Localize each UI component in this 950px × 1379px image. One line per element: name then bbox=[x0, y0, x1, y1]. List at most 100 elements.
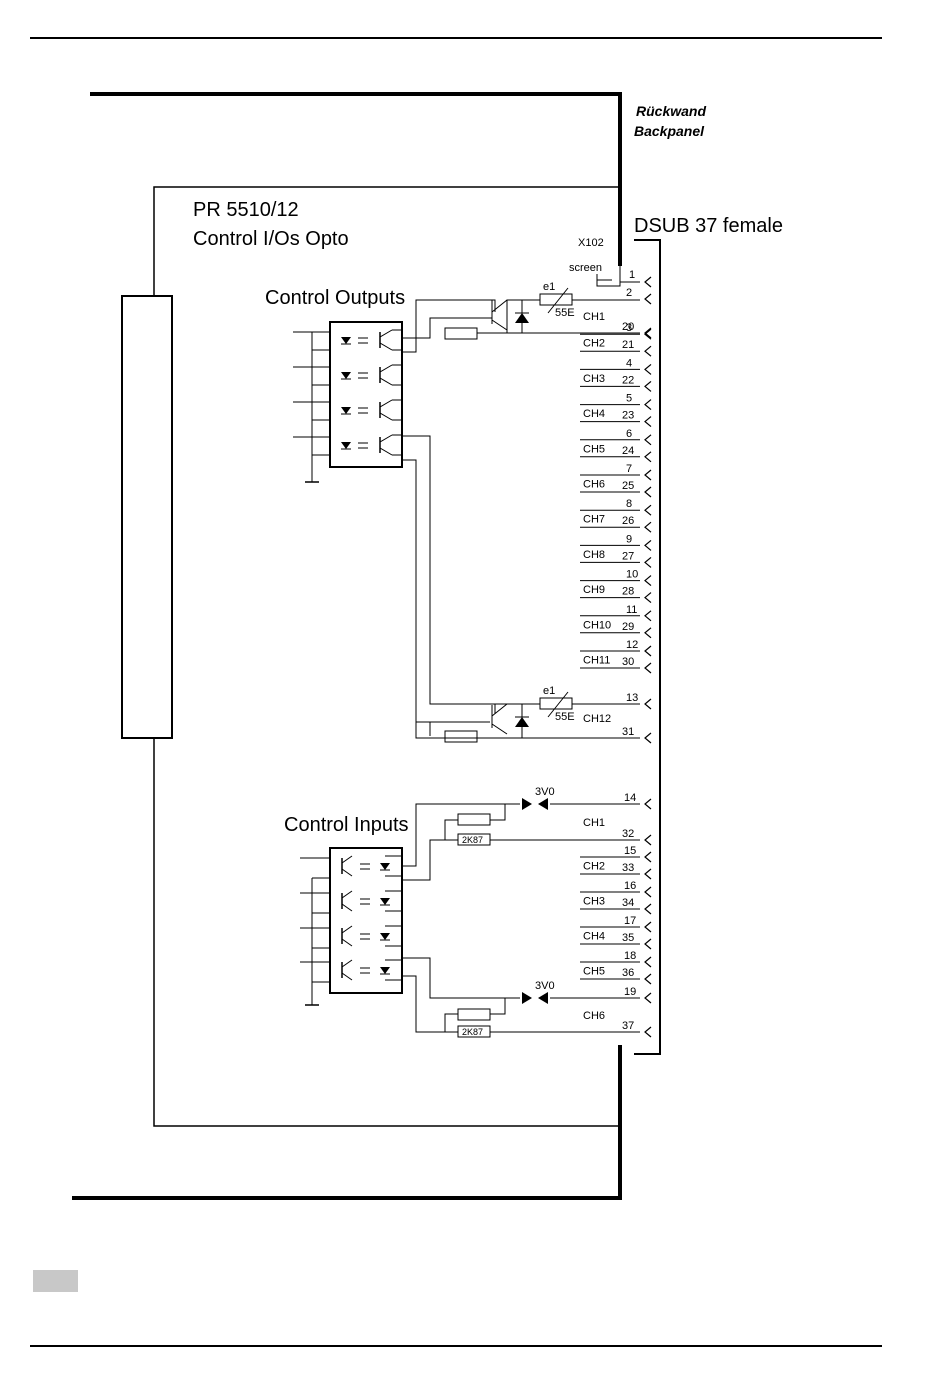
input-opto-cell-3 bbox=[300, 925, 402, 949]
connector-pin-31 bbox=[644, 732, 652, 744]
backpanel-outline bbox=[72, 92, 622, 1200]
zener-ch1-b bbox=[538, 798, 548, 810]
pin-number-17: 17 bbox=[624, 915, 636, 927]
pin-number-10: 10 bbox=[626, 569, 638, 581]
pin-number-28: 28 bbox=[622, 586, 634, 598]
zener-value-ch1: 3V0 bbox=[535, 786, 555, 798]
connector-pin-5 bbox=[644, 399, 652, 411]
connector-pin-35 bbox=[644, 938, 652, 950]
connector-pin-30 bbox=[644, 662, 652, 674]
output-channel-label-ch11: CH11 bbox=[583, 655, 610, 667]
connector-pin-21 bbox=[644, 345, 652, 357]
connector-pin-10 bbox=[644, 575, 652, 587]
pin-number-26: 26 bbox=[622, 515, 634, 527]
varistor-value-ch12: 55E bbox=[555, 711, 575, 723]
output-channel-label-ch9: CH9 bbox=[583, 584, 605, 596]
pin-number-7: 7 bbox=[626, 463, 632, 475]
connector-pin-37 bbox=[644, 1026, 652, 1038]
varistor-label-ch1: e1 bbox=[543, 281, 555, 293]
pin-number-20: 20 bbox=[622, 321, 634, 333]
diode-ch12-output bbox=[515, 717, 529, 727]
connector-pin-3 bbox=[644, 328, 652, 340]
margin-marker bbox=[33, 1270, 78, 1292]
pin-number-15: 15 bbox=[624, 845, 636, 857]
pin-number-11: 11 bbox=[626, 604, 637, 616]
connector-pin-25 bbox=[644, 486, 652, 498]
output-opto-cell-2 bbox=[293, 364, 402, 386]
connector-pin-36 bbox=[644, 973, 652, 985]
connector-pin-8 bbox=[644, 504, 652, 516]
output-channel-label-ch4: CH4 bbox=[583, 408, 605, 420]
output-channel-label-ch2: CH2 bbox=[583, 338, 605, 350]
output-opto-cells bbox=[293, 329, 402, 456]
connector-pin-15 bbox=[644, 851, 652, 863]
connector-pin-7 bbox=[644, 469, 652, 481]
pin-number-33: 33 bbox=[622, 862, 634, 874]
outputs-title: Control Outputs bbox=[265, 287, 405, 309]
connector-pin-26 bbox=[644, 521, 652, 533]
zener-ch1-a bbox=[522, 798, 532, 810]
connector-pin-34 bbox=[644, 903, 652, 915]
output-stage-ch12 bbox=[402, 435, 640, 743]
dsub-connector-outline bbox=[634, 239, 661, 1055]
input-stage-ch1 bbox=[402, 803, 640, 881]
connector-pin-6 bbox=[644, 434, 652, 446]
output-opto-cell-3 bbox=[293, 399, 402, 421]
connector-pin-14 bbox=[644, 798, 652, 810]
pin-number-32: 32 bbox=[622, 828, 634, 840]
input-channel-label-ch5: CH5 bbox=[583, 966, 605, 978]
output-channel-label-ch8: CH8 bbox=[583, 549, 605, 561]
connector-pin-28 bbox=[644, 592, 652, 604]
input-opto-cell-1 bbox=[300, 855, 402, 879]
connector-pin-18 bbox=[644, 956, 652, 968]
connector-pin-22 bbox=[644, 380, 652, 392]
pin-number-5: 5 bbox=[626, 393, 632, 405]
input-opto-cell-4 bbox=[300, 959, 402, 983]
connector-pin-32 bbox=[644, 834, 652, 846]
connector-pin-19 bbox=[644, 992, 652, 1004]
pin-number-9: 9 bbox=[626, 533, 632, 545]
resistor-value-ch1: 2K87 bbox=[462, 835, 483, 845]
pin-number-4: 4 bbox=[626, 357, 632, 369]
connector-pins bbox=[580, 276, 652, 1038]
connector-pin-27 bbox=[644, 556, 652, 568]
board-model: PR 5510/12 bbox=[193, 199, 299, 221]
input-stage-ch6 bbox=[402, 957, 640, 1038]
connector-ref: X102 bbox=[578, 237, 604, 249]
pin-number-29: 29 bbox=[622, 621, 634, 633]
connector-pin-12 bbox=[644, 645, 652, 657]
input-channel-label-ch1: CH1 bbox=[583, 817, 605, 829]
pin-number-25: 25 bbox=[622, 480, 634, 492]
output-stage-ch1 bbox=[402, 287, 640, 353]
backpanel-label-de: Rückwand bbox=[636, 103, 706, 119]
pin-number-8: 8 bbox=[626, 498, 632, 510]
output-channel-label-ch12: CH12 bbox=[583, 713, 611, 725]
connector-pin-9 bbox=[644, 539, 652, 551]
board-name: Control I/Os Opto bbox=[193, 228, 349, 250]
connector-pin-2 bbox=[644, 293, 652, 305]
zener-value-ch6: 3V0 bbox=[535, 980, 555, 992]
output-channel-label-ch3: CH3 bbox=[583, 373, 605, 385]
pin-number-14: 14 bbox=[624, 792, 636, 804]
input-channel-label-ch3: CH3 bbox=[583, 896, 605, 908]
connector-pin-16 bbox=[644, 886, 652, 898]
pin-number-36: 36 bbox=[622, 967, 634, 979]
connector-pin-11 bbox=[644, 610, 652, 622]
connector-pin-33 bbox=[644, 868, 652, 880]
backpanel-label-en: Backpanel bbox=[634, 123, 705, 139]
varistor-value-ch1: 55E bbox=[555, 307, 575, 319]
inputs-title: Control Inputs bbox=[284, 814, 409, 836]
pin-number-22: 22 bbox=[622, 374, 634, 386]
pin-number-3: 3 bbox=[626, 322, 632, 334]
pin-number-23: 23 bbox=[622, 410, 634, 422]
connector-pin-20 bbox=[644, 327, 652, 339]
resistor-value-ch6: 2K87 bbox=[462, 1027, 483, 1037]
input-opto-cells bbox=[300, 855, 402, 983]
connector-pin-13 bbox=[644, 698, 652, 710]
screen-label: screen bbox=[569, 262, 602, 274]
input-opto-cell-2 bbox=[300, 890, 402, 914]
pin-number-6: 6 bbox=[626, 428, 632, 440]
output-channel-label-ch10: CH10 bbox=[583, 619, 611, 631]
pin-number-16: 16 bbox=[624, 880, 636, 892]
